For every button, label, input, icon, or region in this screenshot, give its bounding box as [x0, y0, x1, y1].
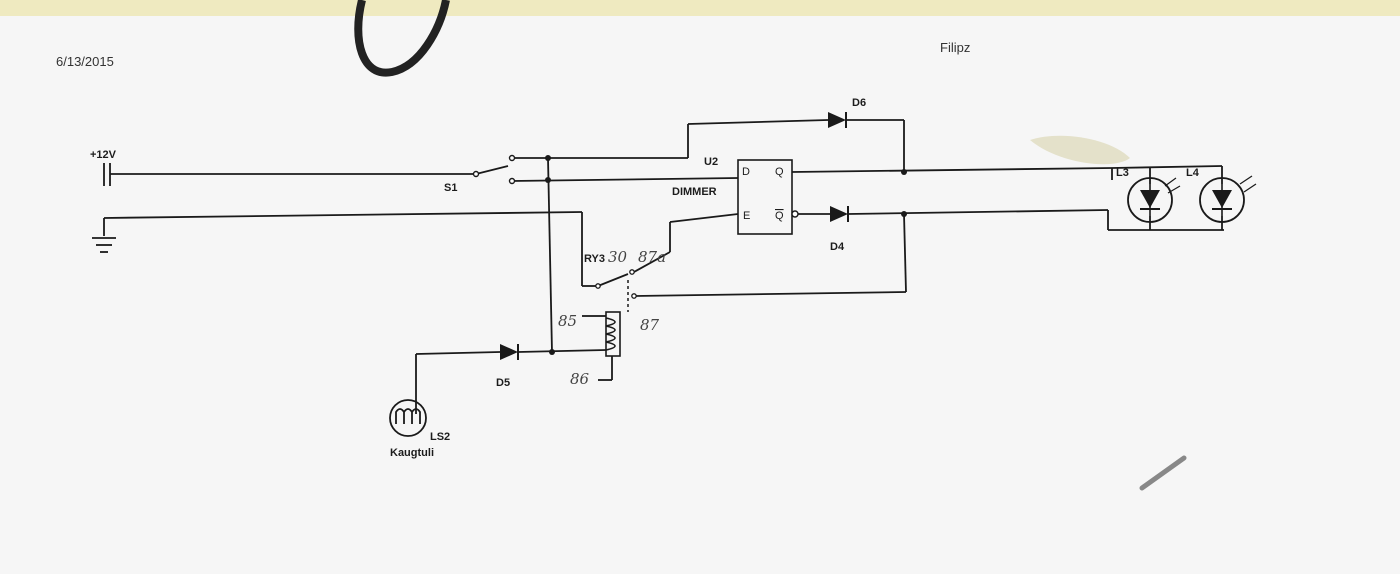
- diode-d4: [830, 206, 849, 222]
- lamp-l4: [1199, 175, 1257, 223]
- binder-clip-wire: [354, 0, 450, 77]
- wiring: [103, 119, 1224, 414]
- diode-d6: [828, 112, 847, 128]
- label-ry3: RY3: [584, 253, 605, 265]
- hand-pin-85: 85: [558, 312, 577, 330]
- qbar-inversion-bubble: [791, 210, 799, 218]
- label-supply: +12V: [90, 149, 117, 161]
- paper-clip: [1139, 455, 1187, 491]
- label-sensor-name: Kaugtuli: [390, 447, 434, 459]
- switch-s1: [472, 154, 516, 185]
- label-u2: U2: [704, 156, 718, 168]
- diode-d5: [500, 344, 519, 360]
- pin-q: Q: [775, 166, 784, 178]
- label-d6: D6: [852, 97, 866, 109]
- relay-contacts: [595, 269, 637, 299]
- pin-d: D: [742, 166, 750, 178]
- label-dimmer: DIMMER: [672, 186, 717, 198]
- dimmer-ic-body: [737, 159, 793, 235]
- junctions: [545, 155, 907, 355]
- ground-symbol: [92, 237, 116, 253]
- lamp-l3: [1127, 177, 1181, 223]
- label-d4: D4: [830, 241, 845, 253]
- label-d5: D5: [496, 377, 510, 389]
- pin-qbar: Q: [775, 210, 784, 222]
- stain-mark: [1030, 135, 1130, 165]
- hand-pin-87: 87: [640, 316, 660, 334]
- label-s1: S1: [444, 182, 457, 194]
- light-sensor-ls2: [389, 399, 427, 437]
- hand-pin-87a: 87a: [638, 248, 666, 266]
- corner-text: Filipz: [940, 40, 970, 55]
- tape-strip: [0, 0, 1400, 16]
- label-ls2: LS2: [430, 431, 450, 443]
- date-stamp: 6/13/2015: [56, 54, 114, 69]
- label-l4: L4: [1186, 167, 1200, 179]
- pin-e: E: [743, 210, 750, 222]
- label-l3: L3: [1116, 167, 1129, 179]
- hand-pin-30: 30: [608, 248, 628, 266]
- hand-pin-86: 86: [570, 370, 590, 388]
- relay-coil: [605, 311, 621, 357]
